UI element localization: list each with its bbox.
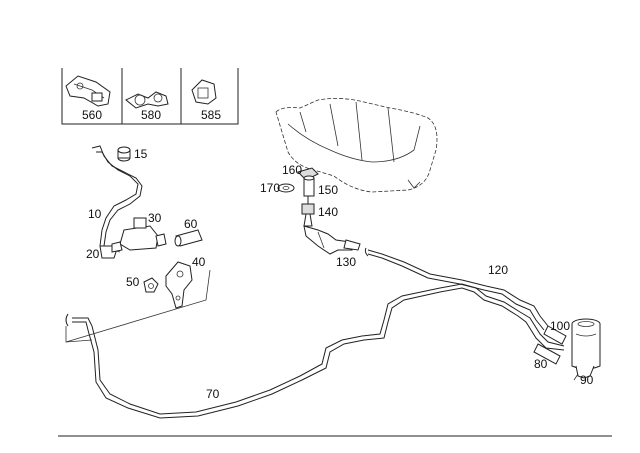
bracket-part-40[interactable]: [165, 261, 193, 309]
callout-580: 580: [141, 108, 161, 122]
fuel-line-70[interactable]: [65, 283, 565, 419]
clip-part-585[interactable]: [191, 79, 217, 105]
washer-part-170[interactable]: [277, 183, 295, 193]
callout-170: 170: [260, 181, 280, 195]
hose-part-100[interactable]: [543, 325, 567, 345]
callout-80: 80: [534, 357, 548, 371]
fuel-line-120[interactable]: [364, 247, 549, 331]
callout-15: 15: [134, 147, 148, 161]
callout-20: 20: [86, 247, 100, 261]
line-bracket-plate: [65, 269, 211, 343]
callout-150: 150: [318, 183, 338, 197]
hose-part-80[interactable]: [533, 343, 561, 365]
callout-160: 160: [282, 163, 302, 177]
callout-120: 120: [488, 263, 508, 277]
clip-inset-box: 560 580 585: [61, 68, 239, 125]
callout-90: 90: [580, 373, 594, 387]
callout-60: 60: [184, 217, 198, 231]
hose-part-60[interactable]: [174, 229, 203, 247]
callout-70: 70: [206, 387, 220, 401]
clip-part-160[interactable]: [297, 167, 319, 181]
breather-hose-10[interactable]: [91, 145, 143, 247]
nut-part-50[interactable]: [143, 277, 159, 293]
fuel-filter-90[interactable]: [571, 318, 601, 381]
cap-part-15[interactable]: [117, 146, 131, 162]
callout-560: 560: [82, 108, 102, 122]
callout-30: 30: [148, 211, 162, 225]
callout-140: 140: [318, 205, 338, 219]
callout-10: 10: [88, 207, 102, 221]
clip-part-580[interactable]: [125, 91, 169, 109]
clip-part-560[interactable]: [65, 75, 111, 107]
callout-100: 100: [550, 319, 570, 333]
tee-connector-130[interactable]: [303, 225, 361, 255]
callout-130: 130: [336, 255, 356, 269]
callout-50: 50: [126, 275, 140, 289]
hose-part-150[interactable]: [303, 175, 315, 197]
fuel-tank: [275, 98, 438, 193]
valve-part-30[interactable]: [111, 217, 167, 253]
valve-part-140[interactable]: [301, 196, 315, 227]
callout-585: 585: [201, 108, 221, 122]
callout-40: 40: [192, 255, 206, 269]
